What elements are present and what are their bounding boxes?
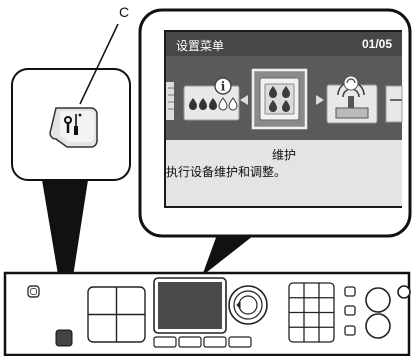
scroll-wheel [228,285,268,325]
setup-button [55,329,73,347]
lcd-left-arrow [240,95,248,105]
lcd-selected-item: 维护 [271,148,296,162]
lcd-description: 执行设备维护和调整。 [166,165,287,179]
partial-icon-right [385,85,403,123]
button-cluster-4 [87,286,146,343]
callout-label: C [119,4,130,20]
lcd-text-area [166,140,402,206]
wireless-printer-icon [326,75,378,124]
start-stop-buttons [365,285,411,339]
lcd-title-bar [166,32,402,56]
lcd-right-arrow [316,95,324,105]
lcd-menu-title: 设置菜单 [176,39,225,53]
callout-leader-line [79,23,119,105]
lcd-title-bar-text: 设置菜单 01/05 [176,34,402,54]
function-buttons [153,336,252,348]
callout-left-pointer [42,180,88,322]
maintenance-ink-icon [251,68,308,130]
callout-right-pointer [202,232,258,276]
small-buttons [344,286,356,336]
partial-icon-left [166,82,174,120]
lcd-page-number: 01/05 [361,37,392,51]
power-button [27,285,40,298]
panel-lcd-screen [158,282,222,329]
info-ink-icon: i [183,77,240,121]
tools-icon [64,113,82,135]
svg-text:i: i [221,80,226,94]
numeric-keypad [288,282,335,343]
